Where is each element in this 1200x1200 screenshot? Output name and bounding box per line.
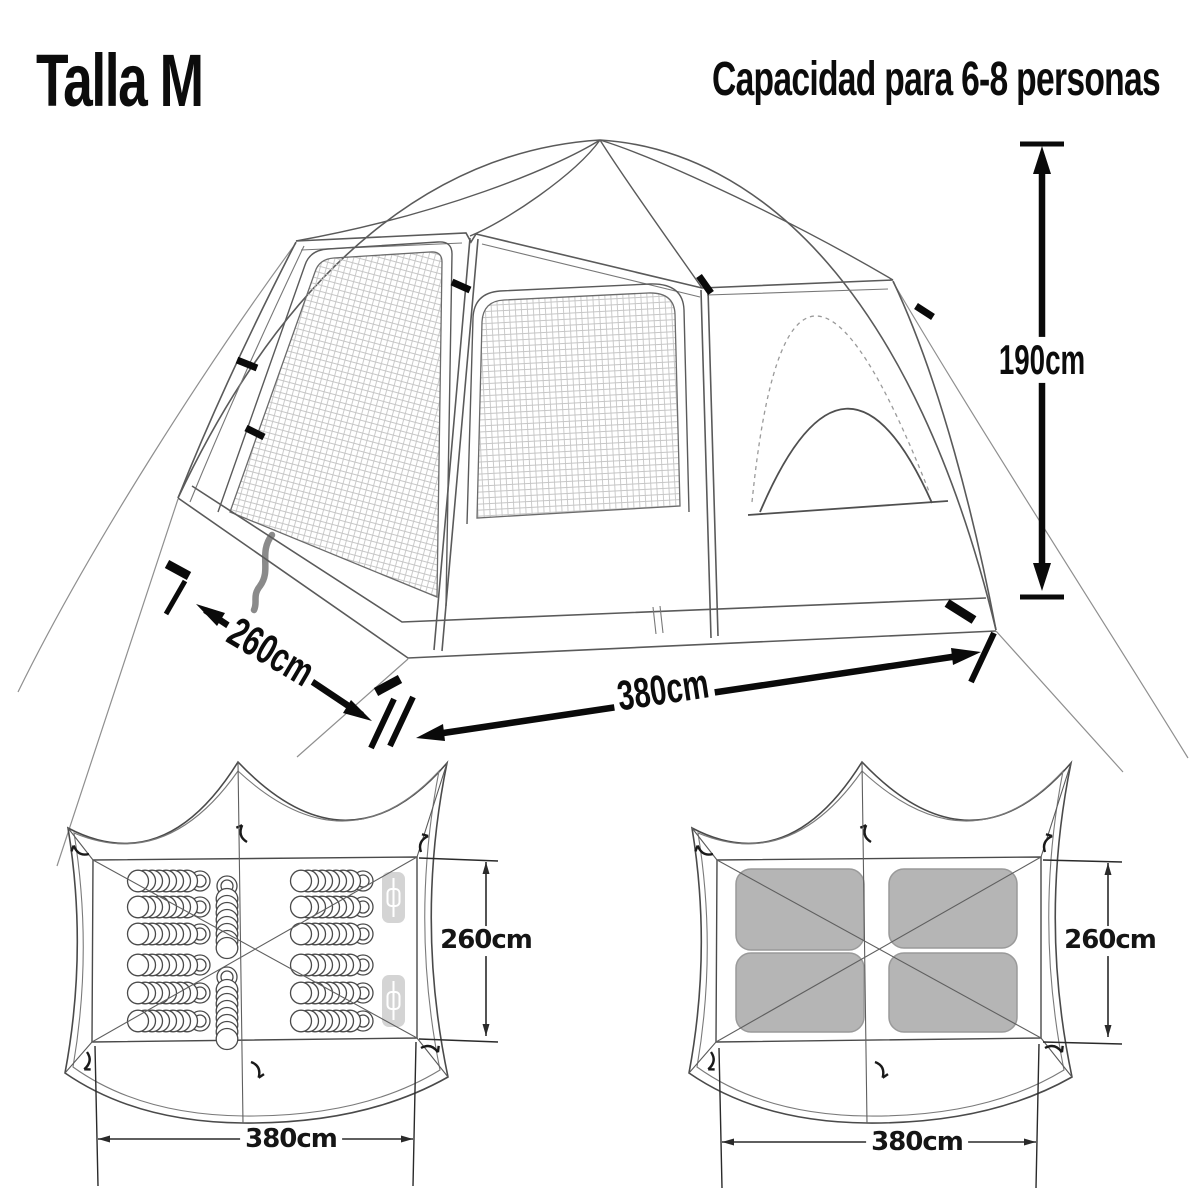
height-dimension-label: 190cm	[994, 336, 1090, 384]
mesh-window-panel	[466, 283, 690, 525]
dome-right-edge	[599, 139, 997, 631]
size-title: Talla M	[36, 39, 204, 122]
dome-left-edge	[177, 139, 601, 499]
gear-pad-icon	[382, 872, 405, 1027]
right-pole	[700, 288, 719, 639]
far-right-pole	[892, 280, 997, 631]
mattress-plan-width-label: 380cm	[866, 1127, 968, 1158]
sleeping-plan-depth-label: 260cm	[435, 925, 537, 956]
eave-line	[295, 232, 894, 298]
tent-base	[177, 485, 997, 659]
roof-seams	[295, 139, 894, 289]
sleeping-plan-width-label: 380cm	[240, 1124, 342, 1155]
floorplan-sleeping-layout	[65, 761, 499, 1187]
tent-3d-illustration	[17, 139, 1189, 867]
floorplan-mattress-layout	[689, 762, 1123, 1189]
arched-window	[747, 315, 949, 516]
front-left-pole	[177, 241, 297, 499]
mesh-door-panel	[217, 241, 453, 607]
mattress-plan-depth-label: 260cm	[1059, 925, 1161, 956]
door-zipper	[250, 531, 276, 614]
centre-pole	[433, 237, 479, 652]
capacity-subtitle: Capacidad para 6-8 personas	[712, 53, 1161, 106]
sleeping-bags	[91, 761, 418, 1124]
stake-tabs	[164, 273, 977, 696]
